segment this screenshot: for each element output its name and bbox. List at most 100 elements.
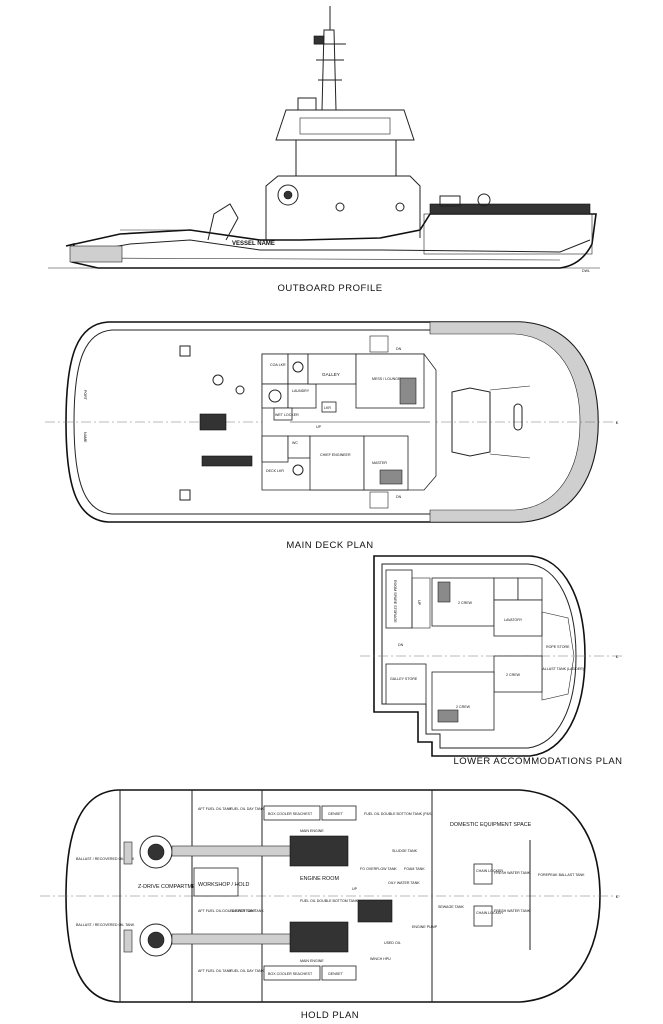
tank-fo-overflow-label: FO OVERFLOW TANK <box>360 867 397 871</box>
stair-up-label: UP <box>417 600 421 606</box>
shaft-upper <box>171 845 293 857</box>
room-lkr <box>321 401 337 413</box>
genset-upper-label: GENSET <box>328 812 344 816</box>
radar-housing <box>297 97 317 111</box>
hatch-icon <box>179 489 191 501</box>
room-chief-engineer <box>309 435 365 491</box>
lower-accommodations-plan: ℄ ROOM SPARE STORAGE UP 2 CREW LAVATORY … <box>360 555 625 767</box>
room-chief-label: CHIEF ENGINEER <box>320 453 351 457</box>
room-wc <box>287 435 311 459</box>
zdrive-upper-hub <box>147 843 165 861</box>
room-lkr-label: LKR <box>324 406 331 410</box>
chain-locker-upper <box>473 863 493 885</box>
room-galley-store-label: GALLEY STORE <box>390 677 418 681</box>
room-workshop-label: WORKSHOP / HOLD <box>198 882 250 888</box>
lower-accommodations-title: LOWER ACCOMMODATIONS PLAN <box>453 756 622 767</box>
room-galley-label: GALLEY <box>322 372 340 377</box>
tank-zdrive-label: Z-DRIVE COMPARTMENT <box>138 884 203 890</box>
mast <box>321 29 337 111</box>
zdrive-lower-hub <box>147 931 165 949</box>
anchor-chain <box>489 453 531 459</box>
tank-fuel-day-lower-label: FUEL OIL DAY TANK <box>230 969 265 973</box>
lower-inner <box>381 563 577 749</box>
room-wet-locker <box>273 407 293 421</box>
bunk <box>437 709 459 723</box>
room-shower-upper <box>517 577 543 601</box>
room-crew-mid-label: 2 CREW <box>506 673 521 677</box>
chain-locker-upper-label: CHAIN LOCKER <box>476 869 503 873</box>
domestic-space-label: DOMESTIC EQUIPMENT SPACE <box>450 822 532 828</box>
hatch-icon <box>179 345 191 357</box>
genset-upper <box>321 805 357 821</box>
engine-pump-label: ENGINE PUMP <box>412 925 438 929</box>
main-deck-plan: ℄ COA LKR LAUNDRY GALLEY MESS / LOUNGE W… <box>45 321 619 551</box>
fresh-water-lower-label: FRESH WATER TANK <box>494 909 531 913</box>
anchor-chain <box>489 385 531 391</box>
boot-top-line <box>73 257 561 261</box>
tank-fuel-day-upper-label: FUEL OIL DAY TANK <box>230 807 265 811</box>
tank-aft-fuel-lower-label: AFT FUEL OIL TANK <box>198 969 232 973</box>
port-label: PORT <box>83 390 87 401</box>
deckhouse-lower <box>265 175 421 240</box>
chain-locker-lower-label: CHAIN LOCKER <box>476 911 503 915</box>
bow-bitt <box>513 403 523 431</box>
sheer-line <box>71 239 591 255</box>
tank-dispersant-label: DISPER SANT <box>232 909 257 913</box>
room-crew-lower-label: 2 CREW <box>456 705 471 709</box>
hold-plan-title: HOLD PLAN <box>301 1010 359 1021</box>
room-laundry <box>287 383 317 409</box>
bow-tyre-row <box>429 203 591 215</box>
stair-dn-bottom <box>369 491 389 509</box>
bow-winch-drum <box>477 193 491 207</box>
master-bed <box>379 469 403 485</box>
bunk <box>437 581 451 603</box>
tank-ballast-lower-label: BALLAST / RECOVERED OIL TANK <box>76 923 135 927</box>
chain-locker-lower <box>473 905 493 927</box>
toilet-icon <box>292 464 304 476</box>
stair-lower <box>411 577 431 629</box>
stair-dn-label: DN <box>398 643 404 647</box>
box-cooler-lower <box>263 965 321 981</box>
aft-crane <box>207 203 239 241</box>
main-engine-upper-label: MAIN ENGINE <box>300 829 324 833</box>
tank-aft-fuel-dbl-label: AFT FUEL OIL DOUBLE BOTTOM TANK <box>198 909 264 913</box>
aft-towing-hook <box>199 413 227 431</box>
stair-dn-top <box>369 335 389 353</box>
genset-lower <box>321 965 357 981</box>
shaft-lower <box>171 933 293 945</box>
porthole <box>395 202 405 212</box>
room-deck-lkr <box>261 435 289 463</box>
outboard-profile-title: OUTBOARD PROFILE <box>277 283 382 294</box>
fresh-water-upper-label: FRESH WATER TANK <box>494 871 531 875</box>
genset-lower-label: GENSET <box>328 972 344 976</box>
up-arrow-label: UP <box>316 425 322 429</box>
tank-sludge-label: SLUDGE TANK <box>392 849 418 853</box>
tank-oily-water-label: OILY WATER TANK <box>388 881 420 885</box>
hold-up-label: UP <box>352 887 358 891</box>
helm-logo-icon <box>277 184 299 206</box>
name-label: NAME <box>83 432 87 443</box>
room-coa-lkr-label: COA LKR <box>270 363 286 367</box>
main-engine-lower <box>289 921 349 953</box>
room-galley-store <box>385 663 427 705</box>
zdrive-motor <box>123 929 133 953</box>
forepeak-tank-label: FOREPEAK BALLAST TANK <box>538 873 585 877</box>
room-galley <box>307 353 357 385</box>
centerline-mark: ℄ <box>616 895 619 899</box>
box-cooler-lower-label: BOX COOLER SEACHEST <box>268 972 313 976</box>
room-lavatory-label: LAVATORY <box>504 618 523 622</box>
room-rope-label: ROPE STORE <box>546 645 570 649</box>
room-workshop <box>193 867 239 897</box>
flag-icon <box>313 35 325 45</box>
centerline-mark: ℄ <box>616 421 619 425</box>
porthole <box>335 202 345 212</box>
room-washer <box>261 383 289 409</box>
wheelhouse <box>275 109 415 141</box>
outboard-profile: VESSEL NAME DWL OUTBOARD PROFILE <box>48 6 600 294</box>
room-ballast-label: BALLAST TANK (LADDER) <box>540 667 584 671</box>
box-cooler-upper-label: BOX COOLER SEACHEST <box>268 812 313 816</box>
hold-plan: ℄ BALLAST / RECOVERED OIL TANK BALLAST /… <box>40 789 620 1021</box>
stern-fender <box>69 245 123 263</box>
bow-winch <box>439 195 461 207</box>
room-deck-lkr-label: DECK LKR <box>266 469 284 473</box>
